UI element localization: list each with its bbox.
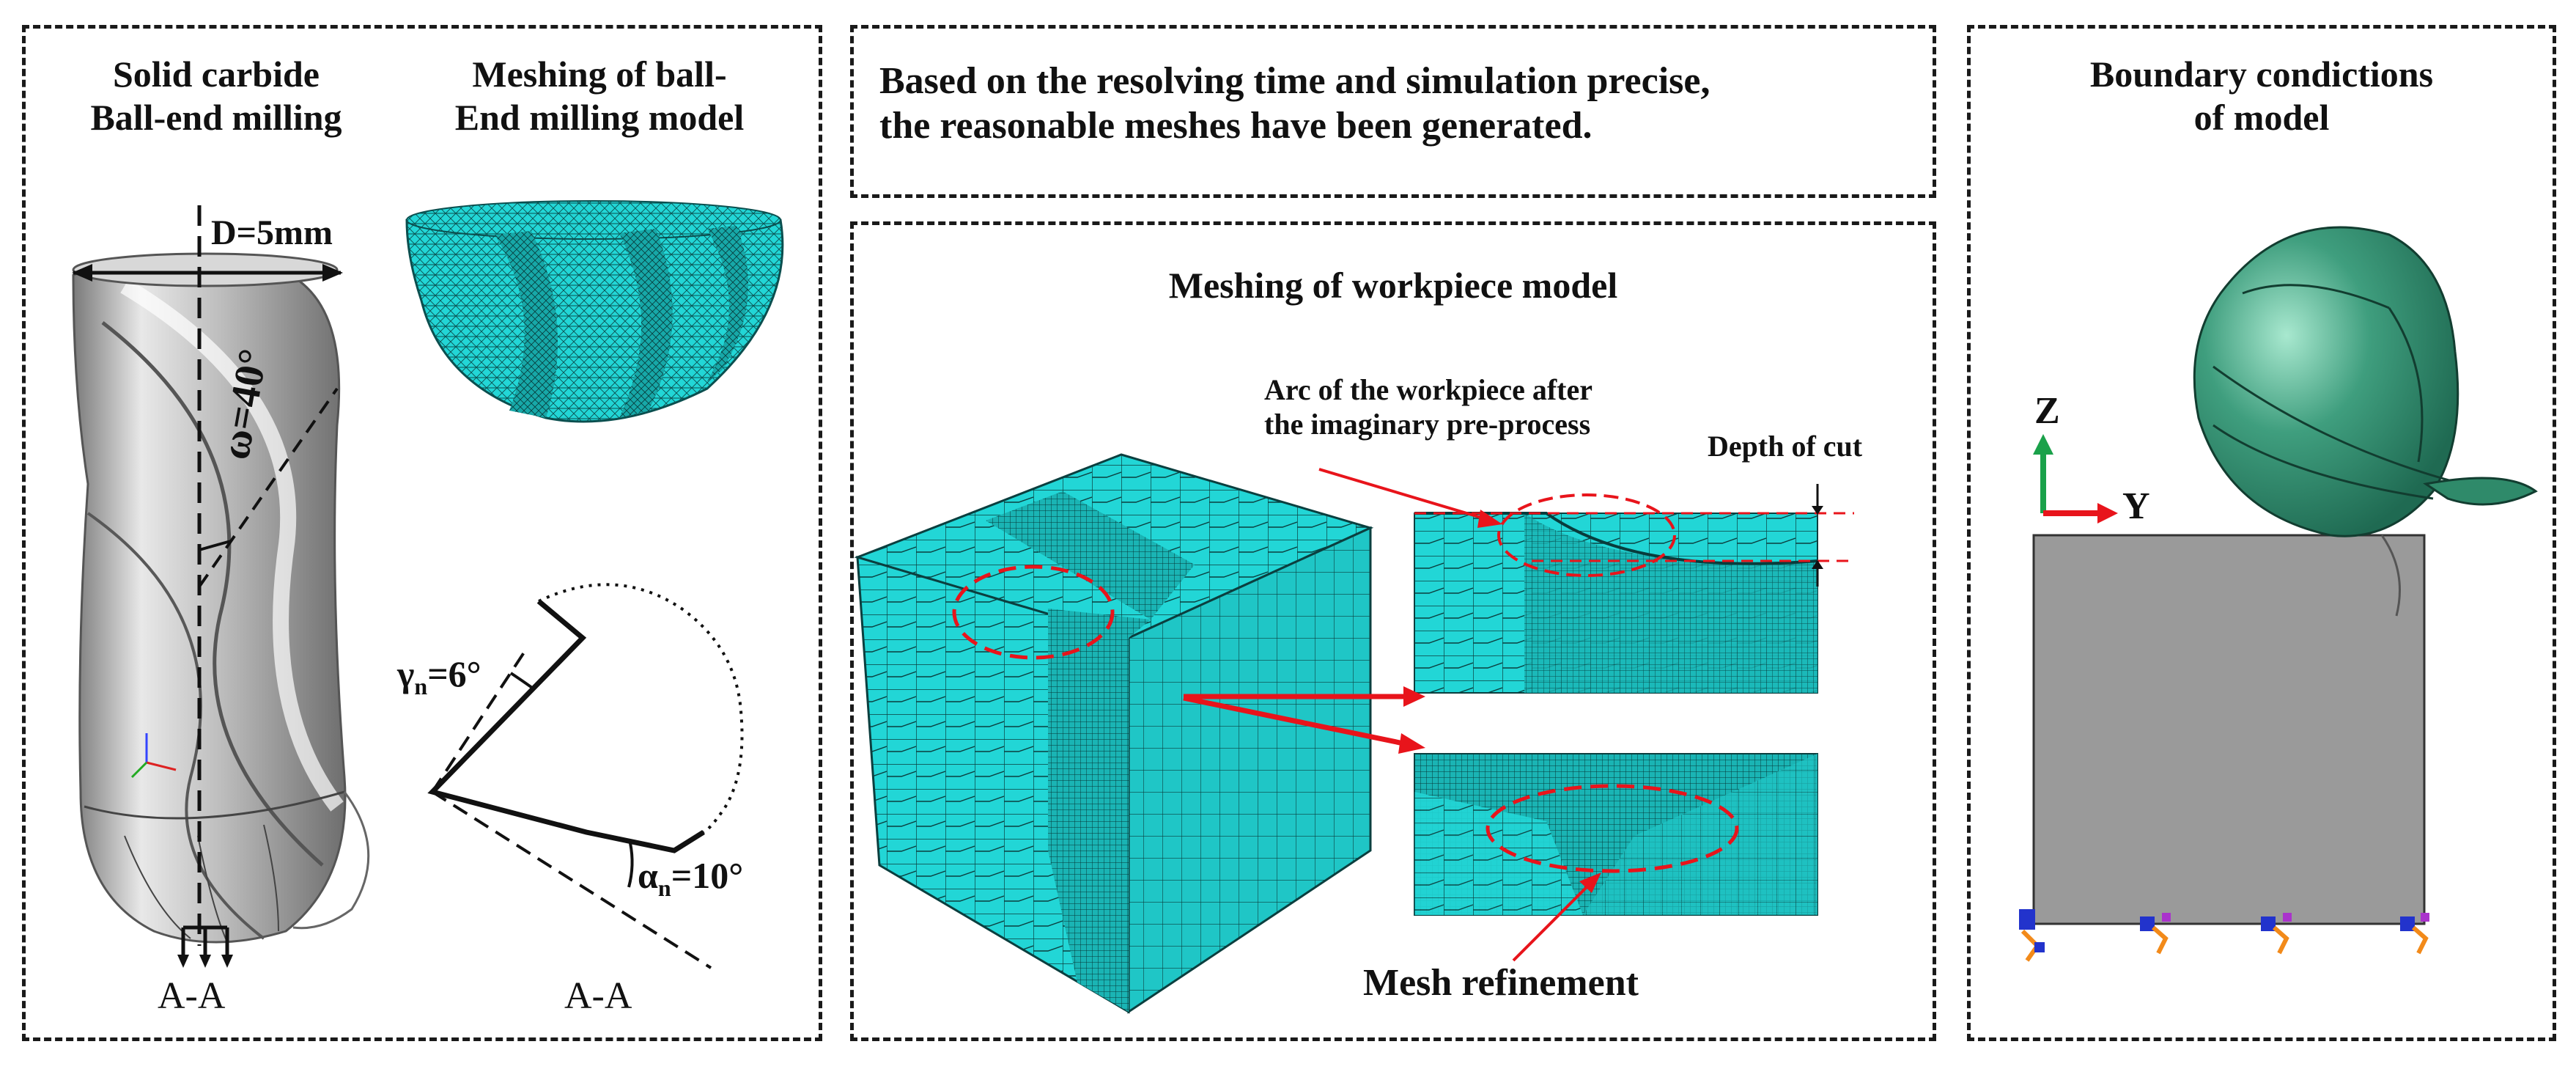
fixture-1	[2019, 909, 2045, 962]
tool-cross-section	[427, 583, 744, 969]
ball-end-mill-drawing	[72, 205, 370, 968]
clearance-angle-value: =10°	[671, 855, 744, 896]
section-label-right: A-A	[564, 975, 632, 1017]
tool-title-left: Solid carbide Ball-end milling	[44, 53, 388, 139]
tool-panel	[22, 25, 822, 1041]
fixture-3	[2261, 913, 2292, 955]
mesh-refinement-label: Mesh refinement	[1363, 962, 1639, 1004]
boundary-model-drawing	[2019, 226, 2538, 962]
rake-angle-symbol: γ	[397, 653, 415, 694]
clearance-angle-symbol: α	[638, 855, 658, 896]
arc-label: Arc of the workpiece after the imaginary…	[1264, 372, 1593, 441]
fixture-2	[2140, 913, 2171, 955]
depth-of-cut-label: Depth of cut	[1708, 430, 1863, 463]
note-line-1: Based on the resolving time and simulati…	[879, 60, 1710, 102]
tool-body	[72, 257, 347, 944]
fixture-4	[2400, 913, 2429, 955]
cross-section-outline	[538, 583, 744, 834]
boundary-title-line1: Boundary condictions	[2089, 54, 2434, 95]
meshed-tool-drawing	[405, 200, 784, 423]
workpiece-title: Meshing of workpiece model	[1168, 265, 1618, 306]
section-label-left: A-A	[158, 975, 226, 1017]
boundary-panel	[1967, 25, 2556, 1041]
arc-label-line2: the imaginary pre-process	[1264, 408, 1591, 441]
rake-angle-label: γn=6°	[397, 653, 481, 701]
mesh-title-right-line2: End milling model	[454, 97, 745, 138]
note-line-2: the reasonable meshes have been generate…	[879, 105, 1593, 147]
workpiece-panel	[850, 221, 1936, 1041]
workpiece-detail-bottom	[1414, 753, 1818, 916]
boundary-title: Boundary condictions of model	[1967, 53, 2556, 139]
clearance-angle-label: αn=10°	[638, 854, 743, 903]
axis-z-label: Z	[2034, 390, 2060, 432]
rake-angle-value: =6°	[427, 653, 481, 694]
mesh-title-right-line1: Meshing of ball-	[472, 54, 727, 95]
axis-y-label: Y	[2122, 485, 2150, 527]
workpiece-detail-top	[1414, 484, 1854, 694]
clearance-angle-sub: n	[657, 875, 671, 901]
tool-title-left-line1: Solid carbide	[113, 54, 320, 95]
rake-angle-sub: n	[414, 673, 428, 699]
diameter-label: D=5mm	[211, 213, 333, 252]
arc-label-line1: Arc of the workpiece after	[1264, 373, 1593, 406]
note-text: Based on the resolving time and simulati…	[879, 59, 1710, 149]
workpiece-mesh-cube	[854, 453, 1374, 1014]
rake-face	[427, 599, 705, 853]
mesh-title-right: Meshing of ball- End milling model	[402, 53, 797, 139]
workpiece-refine-ellipse	[952, 565, 1115, 660]
workpiece-annotation-arrows	[1183, 468, 1601, 962]
note-panel	[850, 25, 1936, 198]
boundary-title-line2: of model	[2193, 97, 2330, 138]
tool-title-left-line2: Ball-end milling	[90, 97, 342, 138]
